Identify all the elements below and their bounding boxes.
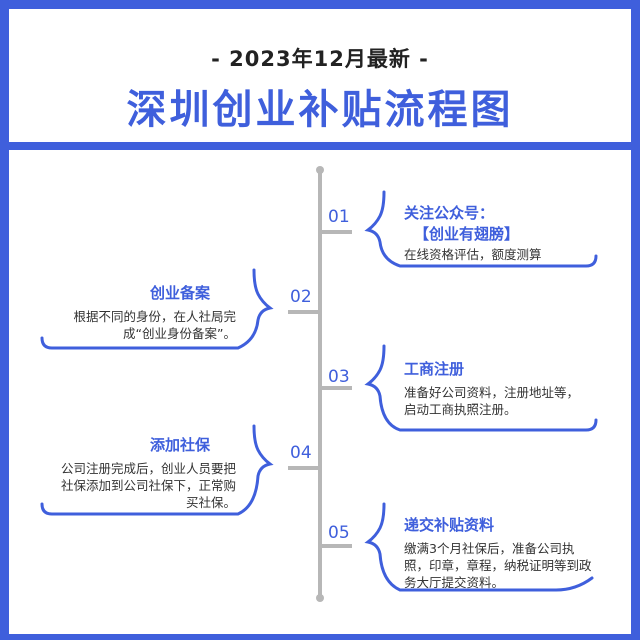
step-title-05: 递交补贴资料: [404, 516, 495, 534]
step-bubble-outline-03: [364, 344, 598, 432]
step-text-04: 公司注册完成后，创业人员要把社保添加到公司社保下，正常购买社保。: [60, 461, 236, 510]
step-bubble-outline-01: [364, 190, 598, 268]
step-text-05: 缴满3个月社保后，准备公司执照，印章，章程，纳税证明等到政务大厅提交资料。: [404, 541, 592, 590]
step-tick-02: [288, 310, 318, 314]
step-tick-01: [322, 230, 352, 234]
step-bubble-outline-04: [40, 424, 274, 516]
page-title: 深圳创业补贴流程图: [126, 87, 514, 133]
step-tick-03: [322, 386, 352, 390]
step-number-04: 04: [290, 443, 312, 463]
step-tick-05: [322, 544, 352, 548]
step-number-01: 01: [328, 207, 350, 227]
step-text-02: 根据不同的身份，在人社局完成“创业身份备案”。: [73, 309, 236, 341]
step-number-03: 03: [328, 367, 350, 387]
step-text-03: 准备好公司资料，注册地址等，启动工商执照注册。: [404, 385, 580, 417]
step-bubble-outline-05: [364, 502, 594, 592]
step-title-02: 创业备案: [150, 284, 211, 302]
header-card: - 2023年12月最新 - 深圳创业补贴流程图: [9, 9, 631, 142]
axis-bottom-dot: [316, 594, 324, 602]
step-title-01: 关注公众号：: [404, 204, 495, 222]
step-bubble-outline-02: [40, 268, 274, 350]
step-tick-04: [288, 466, 318, 470]
axis-top-dot: [316, 166, 324, 174]
step-subtitle-01: 【创业有翅膀】: [414, 225, 520, 243]
watermark: 头条 @深圳创业有翅膀: [478, 612, 613, 627]
step-title-04: 添加社保: [150, 436, 211, 454]
step-number-05: 05: [328, 523, 350, 543]
timeline-axis: [318, 168, 322, 598]
step-text-01: 在线资格评估，额度测算: [404, 247, 542, 262]
header-subtitle: - 2023年12月最新 -: [211, 47, 429, 71]
step-title-03: 工商注册: [404, 360, 465, 378]
step-number-02: 02: [290, 287, 312, 307]
